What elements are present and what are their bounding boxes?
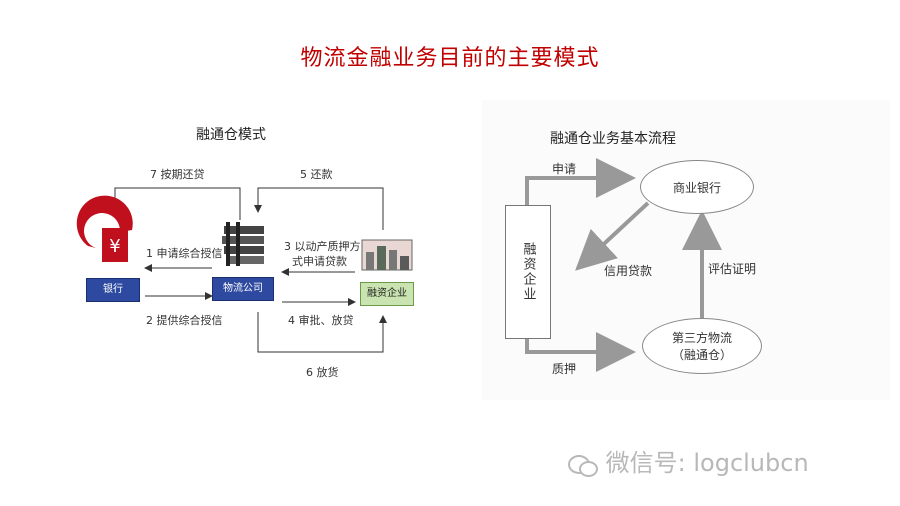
bank-logo-icon: ¥: [76, 195, 133, 262]
left-diagram-subtitle: 融通仓模式: [196, 127, 266, 143]
step5-label: 5 还款: [300, 168, 333, 181]
step6-label: 6 放货: [306, 366, 339, 379]
svg-text:¥: ¥: [109, 236, 120, 257]
step3-label-line2: 式申请贷款: [292, 255, 347, 268]
logistics-company-node: 物流公司: [212, 277, 274, 301]
third-party-logistics-node: 第三方物流 （融通仓）: [642, 318, 762, 374]
right-diagram-subtitle: 融通仓业务基本流程: [550, 131, 676, 147]
step7-label: 7 按期还贷: [150, 168, 205, 181]
financing-enterprise-node: 融资企业: [360, 282, 414, 306]
wechat-icon: [568, 452, 598, 477]
step1-label: 1 申请综合授信: [146, 247, 223, 260]
evaluation-label: 评估证明: [708, 262, 757, 276]
bank-node: 银行: [86, 278, 140, 302]
step5-arrow: [254, 187, 384, 230]
factory-icon: [361, 239, 413, 271]
page-title: 物流金融业务目前的主要模式: [300, 46, 600, 71]
watermark-text: 微信号: logclubcn: [605, 449, 809, 477]
step6-arrow: [257, 312, 387, 353]
warehouse-icon: [222, 222, 264, 266]
apply-label: 申请: [552, 162, 577, 176]
step3-label-line1: 3 以动产质押方: [284, 240, 361, 253]
commercial-bank-label: 商业银行: [672, 180, 721, 195]
step4-label: 4 审批、放贷: [288, 314, 354, 327]
watermark: 微信号: logclubcn: [568, 443, 809, 478]
financing-enterprise-box: 融资企业: [505, 205, 551, 339]
credit-loan-label: 信用贷款: [604, 264, 653, 278]
step2-label: 2 提供综合授信: [146, 314, 223, 327]
pledge-label: 质押: [552, 362, 577, 376]
third-party-label-line2: （融通仓）: [671, 348, 732, 362]
third-party-label-line1: 第三方物流: [671, 331, 732, 345]
commercial-bank-node: 商业银行: [640, 160, 754, 214]
